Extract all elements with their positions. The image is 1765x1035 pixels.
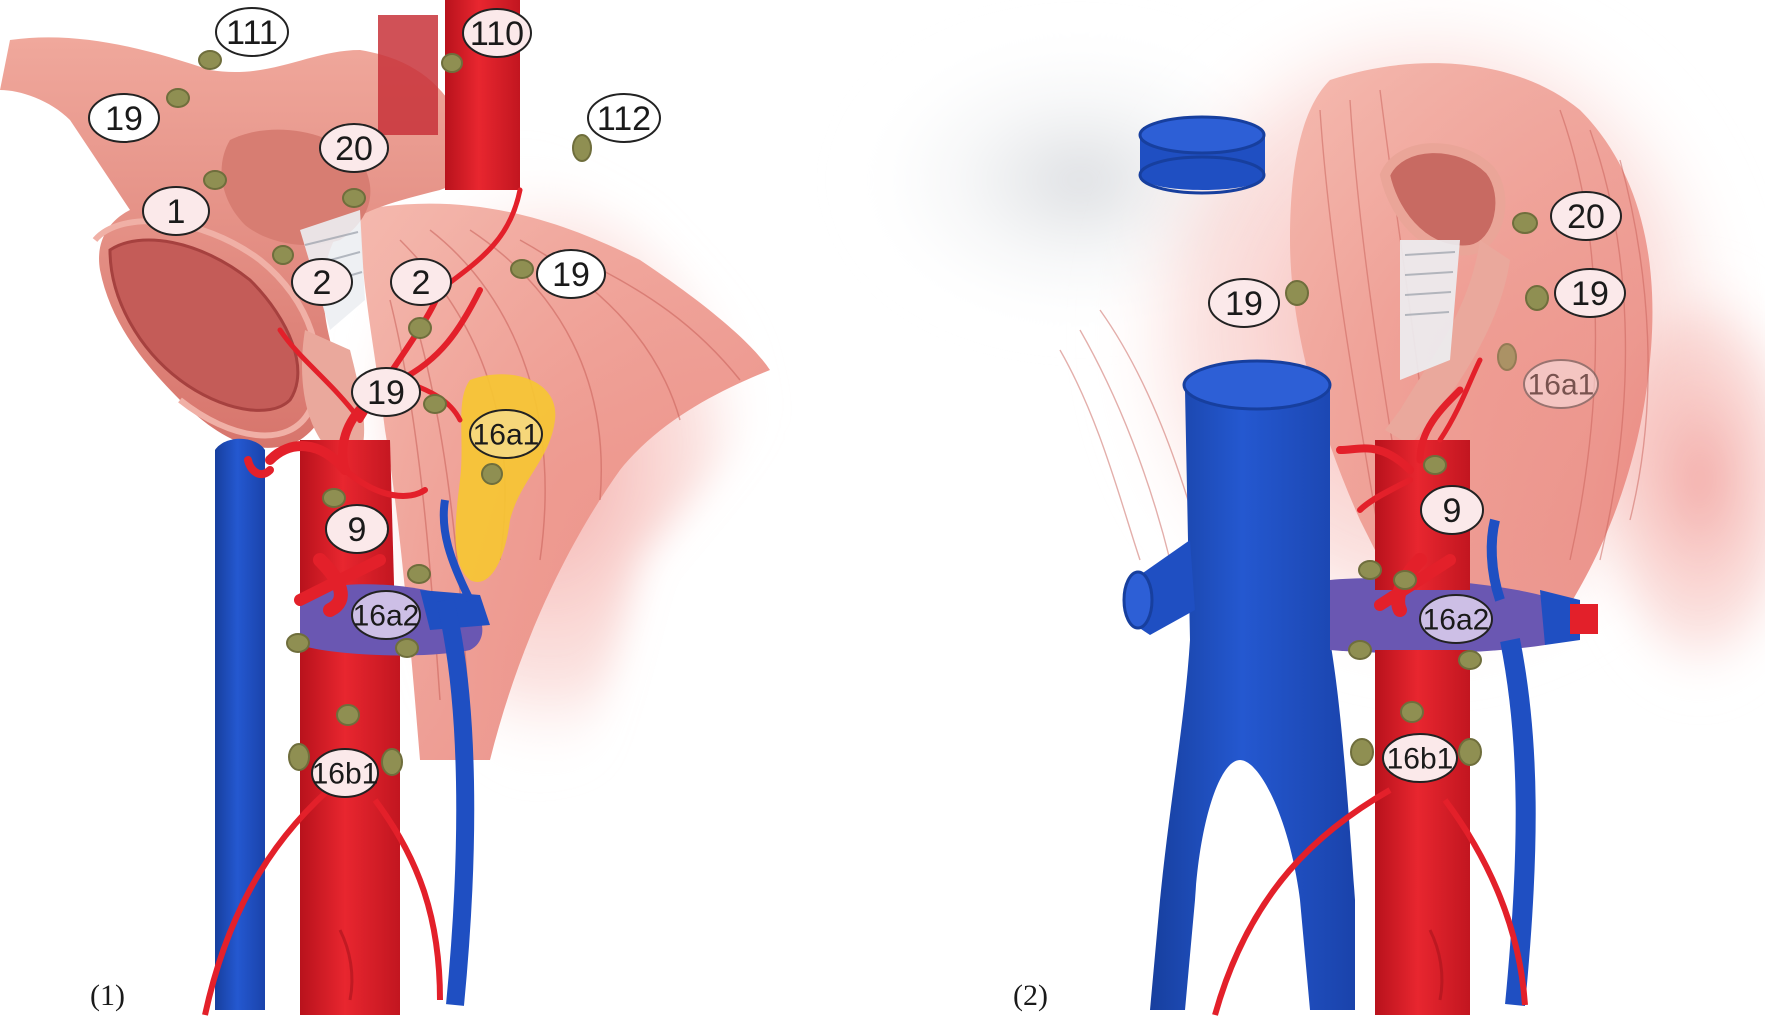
label-p1-111: 111 <box>215 7 289 57</box>
p1-left-vein-upper <box>439 499 474 602</box>
label-p1-9: 9 <box>325 504 389 554</box>
svg-text:16a2: 16a2 <box>353 600 420 633</box>
label-p1-16b1: 16b1 <box>311 748 379 798</box>
label-p2-20: 20 <box>1550 191 1622 241</box>
label-p1-16a2: 16a2 <box>351 590 421 640</box>
panel-1-caption: (1) <box>90 979 125 1012</box>
svg-text:19: 19 <box>1571 275 1609 313</box>
p1-inferior-mesenteric-artery <box>202 777 342 1016</box>
svg-text:2: 2 <box>412 264 431 302</box>
svg-text:19: 19 <box>552 256 590 294</box>
svg-text:16a1: 16a1 <box>473 419 540 452</box>
label-p1-16a1: 16a1 <box>469 409 543 459</box>
p1-left-vein-thin <box>436 597 475 1006</box>
p2-esophagus-ring <box>1379 143 1506 256</box>
svg-text:9: 9 <box>348 511 367 549</box>
p2-ivc-top <box>1182 359 1332 411</box>
p1-abdominal-aorta <box>300 630 400 1015</box>
label-p1-19b: 19 <box>536 249 606 299</box>
svg-text:112: 112 <box>597 100 651 138</box>
label-p1-19c: 19 <box>351 367 421 417</box>
svg-text:16b1: 16b1 <box>312 758 379 791</box>
svg-text:19: 19 <box>367 374 405 412</box>
label-badges: 111 110 112 19 20 1 2 2 <box>88 7 1626 798</box>
p1-right-iliac-thin <box>372 798 443 1001</box>
panel-2-caption: (2) <box>1013 979 1048 1012</box>
p2-abdominal-aorta <box>1375 650 1470 1015</box>
label-p2-16a1: 16a1 <box>1523 359 1599 409</box>
label-p2-9: 9 <box>1420 485 1484 535</box>
label-p1-110: 110 <box>462 8 532 58</box>
svg-text:20: 20 <box>1567 198 1605 236</box>
label-p1-1: 1 <box>142 186 210 236</box>
svg-text:1: 1 <box>167 193 186 231</box>
svg-text:2: 2 <box>313 264 332 302</box>
label-p2-19a: 19 <box>1208 278 1280 328</box>
p1-celiac-branches <box>244 187 523 617</box>
panel-2 <box>840 0 1765 1016</box>
p1-stomach-lumen <box>108 238 300 412</box>
label-p1-112: 112 <box>587 93 661 143</box>
label-p2-19b: 19 <box>1554 268 1626 318</box>
svg-text:19: 19 <box>1225 285 1263 323</box>
p1-aorta-back <box>378 15 438 135</box>
p2-left-vein-thin <box>1500 638 1536 1006</box>
lymph-nodes <box>166 50 1549 785</box>
svg-text:16b1: 16b1 <box>1387 743 1454 776</box>
p2-cut-vein-cap <box>1138 115 1266 195</box>
p2-right-iliac-thin <box>1442 798 1528 1006</box>
svg-text:20: 20 <box>335 130 373 168</box>
label-p1-19a: 19 <box>88 93 160 143</box>
svg-text:16a1: 16a1 <box>1528 369 1595 402</box>
p2-inferior-mesenteric-artery <box>1212 787 1392 1016</box>
p1-ivc <box>215 438 265 1010</box>
label-p1-20: 20 <box>319 123 389 173</box>
label-p1-2a: 2 <box>291 258 353 306</box>
svg-text:19: 19 <box>105 100 143 138</box>
svg-text:111: 111 <box>226 14 278 52</box>
label-p2-16b1: 16b1 <box>1382 733 1458 783</box>
svg-text:110: 110 <box>470 15 524 53</box>
svg-text:9: 9 <box>1443 492 1462 530</box>
label-p2-16a2: 16a2 <box>1419 594 1493 644</box>
svg-text:16a2: 16a2 <box>1423 604 1490 637</box>
label-p1-2b: 2 <box>390 258 452 306</box>
